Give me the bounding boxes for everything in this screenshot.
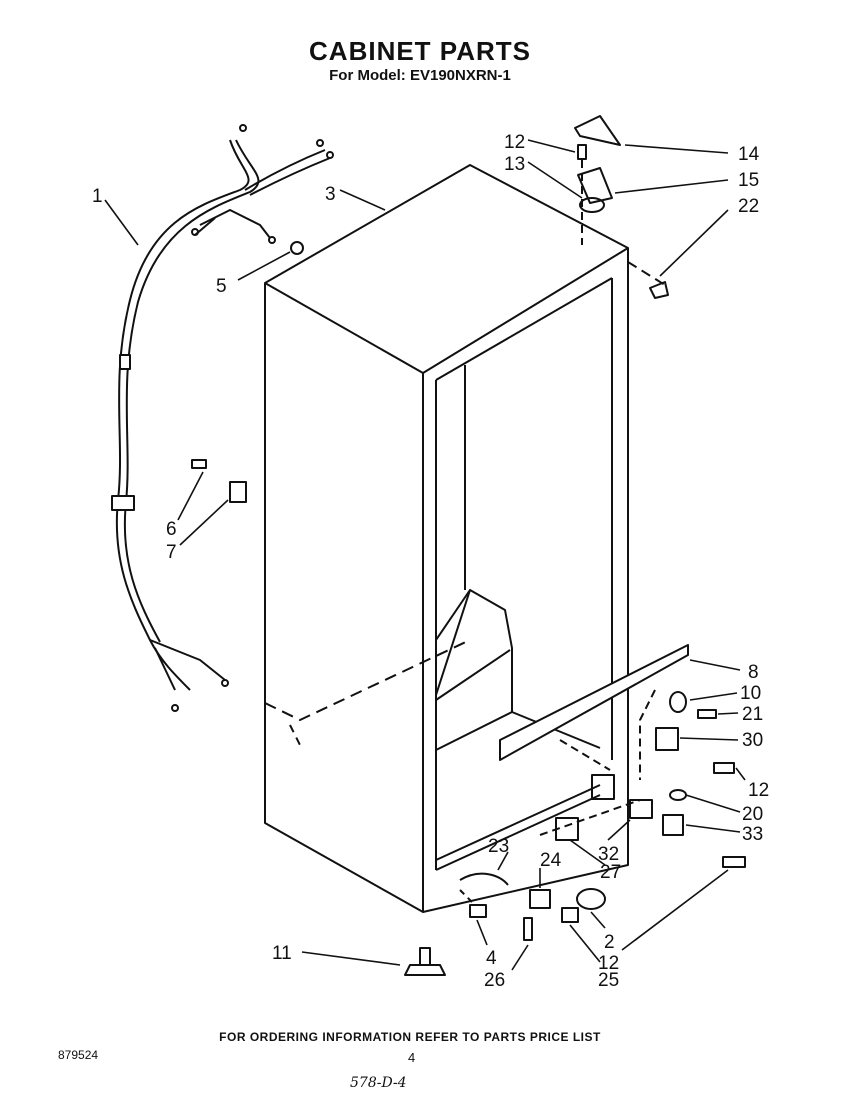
part-hinge-lower	[591, 774, 615, 800]
callout-12-right: 12	[748, 780, 769, 801]
part-15-hinge	[577, 167, 613, 204]
part-30-plate	[655, 727, 679, 751]
callout-5: 5	[216, 276, 227, 297]
callout-27: 27	[600, 862, 621, 883]
part-8-strip	[499, 644, 689, 761]
callout-7: 7	[166, 542, 177, 563]
callout-21: 21	[742, 704, 763, 725]
part-11-leveler	[404, 947, 446, 976]
part-23-cord	[459, 872, 509, 886]
part-25-clip	[561, 907, 579, 923]
handwritten-code: 578-D-4	[350, 1075, 407, 1091]
page-number: 4	[408, 1050, 416, 1065]
callout-14: 14	[738, 144, 760, 165]
callout-20: 20	[742, 804, 763, 825]
part-12-screw-right	[713, 762, 735, 774]
parts	[191, 115, 746, 976]
model-subtitle: For Model: EV190NXRN-1	[329, 67, 511, 84]
callout-33: 33	[742, 824, 763, 845]
callout-23: 23	[488, 836, 509, 857]
part-32-bracket	[629, 799, 653, 819]
callout-24: 24	[540, 850, 562, 871]
callout-6: 6	[166, 519, 177, 540]
callout-3: 3	[325, 184, 336, 205]
part-20-washer	[669, 789, 687, 801]
callout-10: 10	[740, 683, 761, 704]
part-13-bushing	[579, 197, 605, 213]
callout-15: 15	[738, 170, 759, 191]
wire-harness	[111, 124, 334, 712]
callout-8: 8	[748, 662, 759, 683]
document-number: 879524	[58, 1048, 99, 1062]
part-33-hinge	[662, 814, 684, 836]
callout-12-bottom: 12	[598, 953, 619, 974]
part-21-screw	[697, 709, 717, 719]
part-26-screw	[523, 917, 533, 941]
part-5-grommet	[290, 241, 304, 255]
part-4-clip	[469, 904, 487, 918]
callout-2: 2	[604, 932, 615, 953]
callout-labels: 1 3 5 6 7 12 13 14 15 22 8 10 21 30 12 2…	[92, 132, 769, 991]
callout-4: 4	[486, 948, 497, 969]
callout-13: 13	[504, 154, 525, 175]
callout-12-top: 12	[504, 132, 525, 153]
part-2-cap	[576, 888, 606, 910]
part-10-spacer	[669, 691, 687, 713]
callout-30: 30	[742, 730, 763, 751]
part-22-plug	[649, 281, 669, 299]
leader-lines	[104, 139, 746, 971]
page-title: CABINET PARTS	[309, 36, 531, 66]
callout-25: 25	[598, 970, 619, 991]
callout-1: 1	[92, 186, 103, 207]
callout-26: 26	[484, 970, 505, 991]
part-14-cover	[574, 115, 621, 146]
part-6-screw	[191, 459, 207, 469]
part-24-block	[529, 889, 551, 909]
ordering-note: FOR ORDERING INFORMATION REFER TO PARTS …	[219, 1030, 601, 1044]
part-7-clip	[229, 481, 247, 503]
part-12-screw-top	[577, 144, 587, 160]
callout-11: 11	[272, 943, 292, 964]
callout-32: 32	[598, 844, 619, 865]
part-12-screw-bottom	[722, 856, 746, 868]
callout-22: 22	[738, 196, 759, 217]
